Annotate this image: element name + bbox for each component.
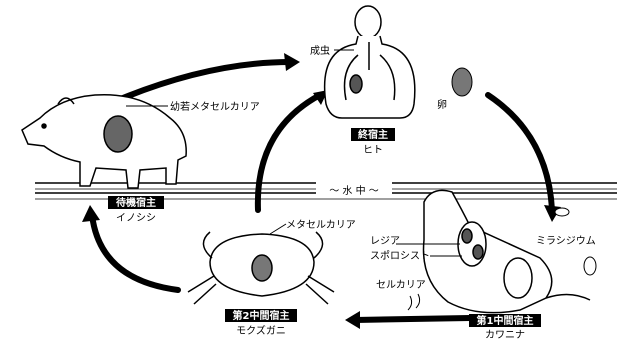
metacercaria-label: メタセルカリア: [286, 219, 356, 231]
final-host-name: ヒト: [363, 144, 383, 156]
metacercaria-pointer: [270, 224, 286, 234]
paratenic-host-name: イノシシ: [116, 213, 156, 224]
water-label: 〜 水 中 〜: [329, 184, 379, 197]
cercaria-label: セルカリア: [376, 279, 426, 291]
miracidium-label: ミラシジウム: [536, 235, 596, 247]
cercaria-icons: [408, 294, 420, 310]
egg-label: 卵: [437, 99, 447, 111]
first-host-role: 第1中間宿主: [477, 314, 534, 327]
arrow-snail-to-crab: [355, 318, 470, 320]
egg-icon: [452, 68, 472, 96]
human-figure: [325, 6, 415, 118]
first-host-name: カワニナ: [485, 329, 525, 341]
paratenic-host-role: 待機宿主: [116, 196, 156, 209]
boar-figure: [22, 95, 186, 188]
second-host-name: モクズガニ: [236, 324, 286, 337]
redia-label: レジア: [370, 236, 400, 247]
arrow-crab-to-boar: [92, 215, 178, 290]
crab-figure: [188, 232, 334, 304]
sporocyst-label: スポロシスト: [370, 250, 430, 262]
juvenile-label: 幼若メタセルカリア: [170, 100, 260, 113]
adult-label: 成虫: [310, 45, 330, 57]
second-host-role: 第2中間宿主: [233, 309, 290, 322]
arrow-boar-to-human: [118, 62, 290, 100]
final-host-role: 終宿主: [358, 128, 388, 141]
